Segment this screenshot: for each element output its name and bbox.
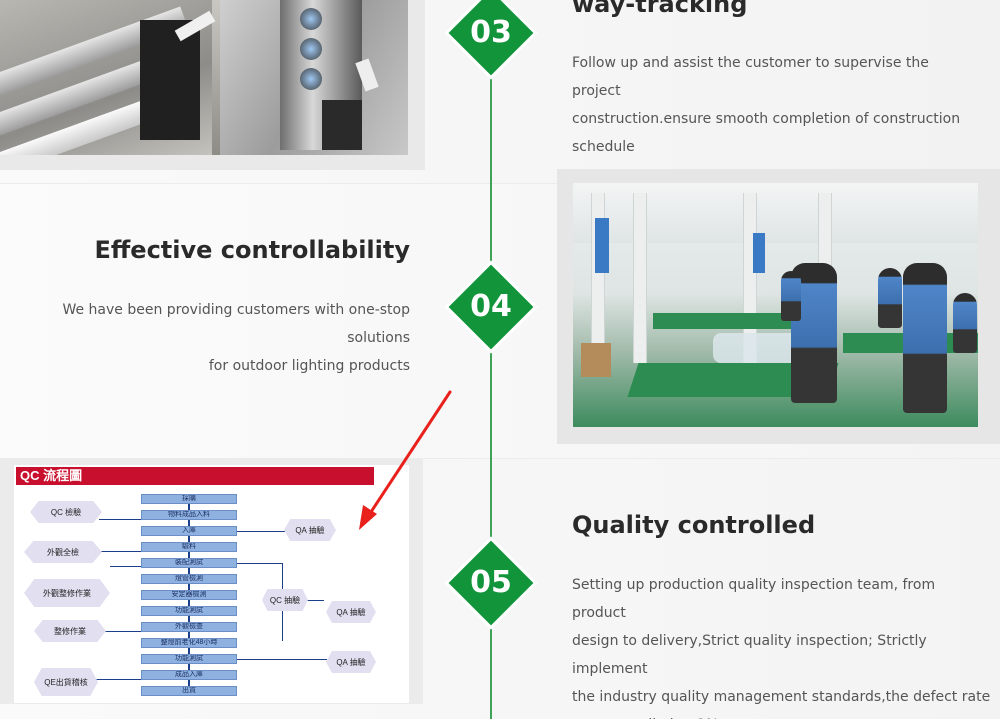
red-arrow-annotation-icon: [359, 390, 452, 530]
qc-flow-chart-image: QC 流程圖 採購 物料成品入料 入庫 驗料 裝配測試 燈管檢測 安定器檢測 功…: [0, 458, 423, 704]
qc-side-label: 外觀全檢: [24, 541, 102, 563]
step-04-title: Effective controllability: [94, 236, 410, 264]
qc-chart-title: QC 流程圖: [16, 467, 374, 485]
qc-side-label: 整修作業: [34, 620, 106, 642]
qc-step: 物料成品入料: [141, 510, 237, 520]
qc-side-label: 外觀整修作業: [24, 579, 110, 607]
qc-step: 整燈前老化48小時: [141, 638, 237, 648]
factory-photo: [557, 169, 1000, 444]
qc-right-label: QC 抽驗: [262, 589, 308, 611]
qc-step: 採購: [141, 494, 237, 504]
qc-step: 外觀檢查: [141, 622, 237, 632]
qc-side-label: QE出貨稽核: [34, 668, 98, 696]
qc-right-label: QA 抽驗: [326, 651, 376, 673]
step-03-number: 03: [470, 15, 512, 50]
step-05-number: 05: [470, 565, 512, 600]
step-03-title: way-tracking: [572, 0, 748, 18]
qc-step: 驗料: [141, 542, 237, 552]
qc-step: 出貨: [141, 686, 237, 696]
timeline-line: [490, 0, 492, 719]
step-04-description: We have been providing customers with on…: [62, 302, 410, 374]
qc-step: 燈管檢測: [141, 574, 237, 584]
step-03-description: Follow up and assist the customer to sup…: [572, 55, 961, 155]
step-05-title: Quality controlled: [572, 511, 816, 539]
qc-step: 功能測試: [141, 654, 237, 664]
product-photo-aluminium-profile: [0, 0, 425, 170]
qc-side-label: QC 檢驗: [30, 501, 102, 523]
step-05-description: Setting up production quality inspection…: [572, 577, 991, 719]
qc-step: 成品入庫: [141, 670, 237, 680]
qc-right-label: QA 抽驗: [326, 601, 376, 623]
qc-step: 功能測試: [141, 606, 237, 616]
qc-step: 裝配測試: [141, 558, 237, 568]
qc-step: 安定器檢測: [141, 590, 237, 600]
qc-right-label: QA 抽驗: [284, 519, 336, 541]
qc-step: 入庫: [141, 526, 237, 536]
step-04-number: 04: [470, 289, 512, 324]
